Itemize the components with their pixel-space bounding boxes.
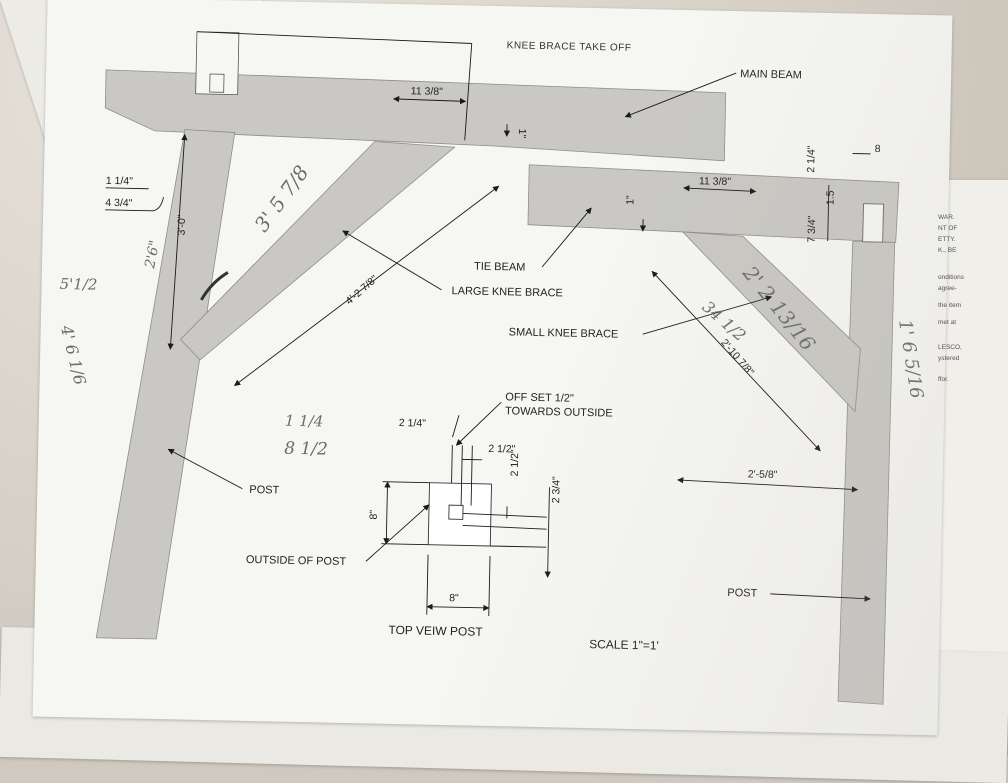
dim-left-1-1-4: 1 1/4" [106,175,134,188]
tie-beam-mortise [863,204,884,242]
label-outside-of-post: OUTSIDE OF POST [246,554,347,568]
dim-right-2-1-4: 2 1/4" [805,145,818,173]
handwritten-small-brace-b: 34 1/2 [699,297,750,345]
handwritten-post-left-c: 4' 6 1/6 [57,322,90,386]
tv-ext-6 [490,546,546,547]
tv-ext-bottom-left [427,555,428,615]
side-fragment: ffor. [938,374,998,385]
dim-main-1: 1" [516,128,528,138]
side-fragment: NT OF [938,223,998,234]
side-fragment: met at [938,317,998,328]
label-offset-line2: TOWARDS OUTSIDE [505,405,613,419]
dim-top-8-bottom: 8" [449,592,459,604]
dim-right-8: 8 [875,143,881,155]
dim-tie-11-3-8: 11 3/8" [699,175,732,188]
dim-line-1-1-4 [106,188,149,189]
dim-line-top-8-bottom [427,607,489,608]
mortise-peg [210,74,224,92]
side-fragment: K., BE [938,245,998,256]
side-fragment: onditions [938,272,998,283]
label-large-knee-brace: LARGE KNEE BRACE [451,285,562,299]
dim-line-top-2-1-4 [453,415,459,437]
side-fragment: the item [938,300,998,311]
tv-ext-left-bottom [381,544,428,545]
handwritten-mid-a: 1 1/4 [285,412,324,431]
dim-line-top-2-3-4 [548,487,550,577]
label-offset-line1: OFF SET 1/2" [505,391,574,404]
side-fragment: ystered [938,353,998,364]
knee-brace-drawing: KNEE BRACE TAKE OFF 11 3/8" 1" 1 1/4" 4 … [33,0,953,735]
label-top-view-post: TOP VEIW POST [388,623,483,639]
dim-large-brace: 4'-2 7/8" [343,273,380,307]
drawing-sheet: KNEE BRACE TAKE OFF 11 3/8" 1" 1 1/4" 4 … [33,0,953,735]
dim-line-run [678,480,858,490]
handwritten-post-left-a: 2'6" [142,239,163,271]
side-sheet-text: WAR. NT OF ETTY. K., BE onditions agree-… [938,212,998,385]
side-fragment: agree- [938,283,998,294]
dim-right-1-5: 1.5 [824,190,836,205]
dim-top-2-3-4: 2 3/4" [550,476,563,504]
drawing-title: KNEE BRACE TAKE OFF [507,40,632,54]
handwritten-post-left-b: 5'1/2 [59,275,97,294]
dim-left-4-3-4: 4 3/4" [105,197,133,210]
label-small-knee-brace: SMALL KNEE BRACE [509,326,619,340]
dim-run-2-5-8: 2'-5/8" [748,468,778,481]
tv-ext-left-top [383,482,430,483]
tv-ext-bottom-right [489,556,490,616]
dim-tie-1: 1" [624,195,636,205]
label-post-left: POST [249,484,279,497]
post-right [838,241,895,704]
handwritten-right-post: 1' 6 5/16 [894,318,927,400]
side-fragment: ETTY. [938,234,998,245]
side-fragment: WAR. [938,212,998,223]
dim-main-11-3-8: 11 3/8" [411,85,444,98]
label-scale: SCALE 1"=1' [589,637,659,652]
side-fragment: LESCO, [938,342,998,353]
top-view-post-tenon [449,505,463,519]
handwritten-mid-b: 8 1/2 [284,439,328,460]
dim-post-3-0: 3'-0" [176,214,188,235]
small-knee-brace [679,232,863,412]
dim-top-2-1-4: 2 1/4" [399,417,427,430]
label-post-right: POST [727,587,757,600]
dim-top-2-1-2b: 2 1/2" [509,449,522,477]
dim-top-8-side: 8" [368,510,380,520]
leader-offset [456,401,501,446]
dim-line-top-8-side [386,482,387,544]
label-main-beam: MAIN BEAM [740,68,802,81]
dim-right-7-3-4: 7 3/4" [806,215,819,243]
label-tie-beam: TIE BEAM [474,261,526,274]
tv-ext-1 [452,445,453,483]
